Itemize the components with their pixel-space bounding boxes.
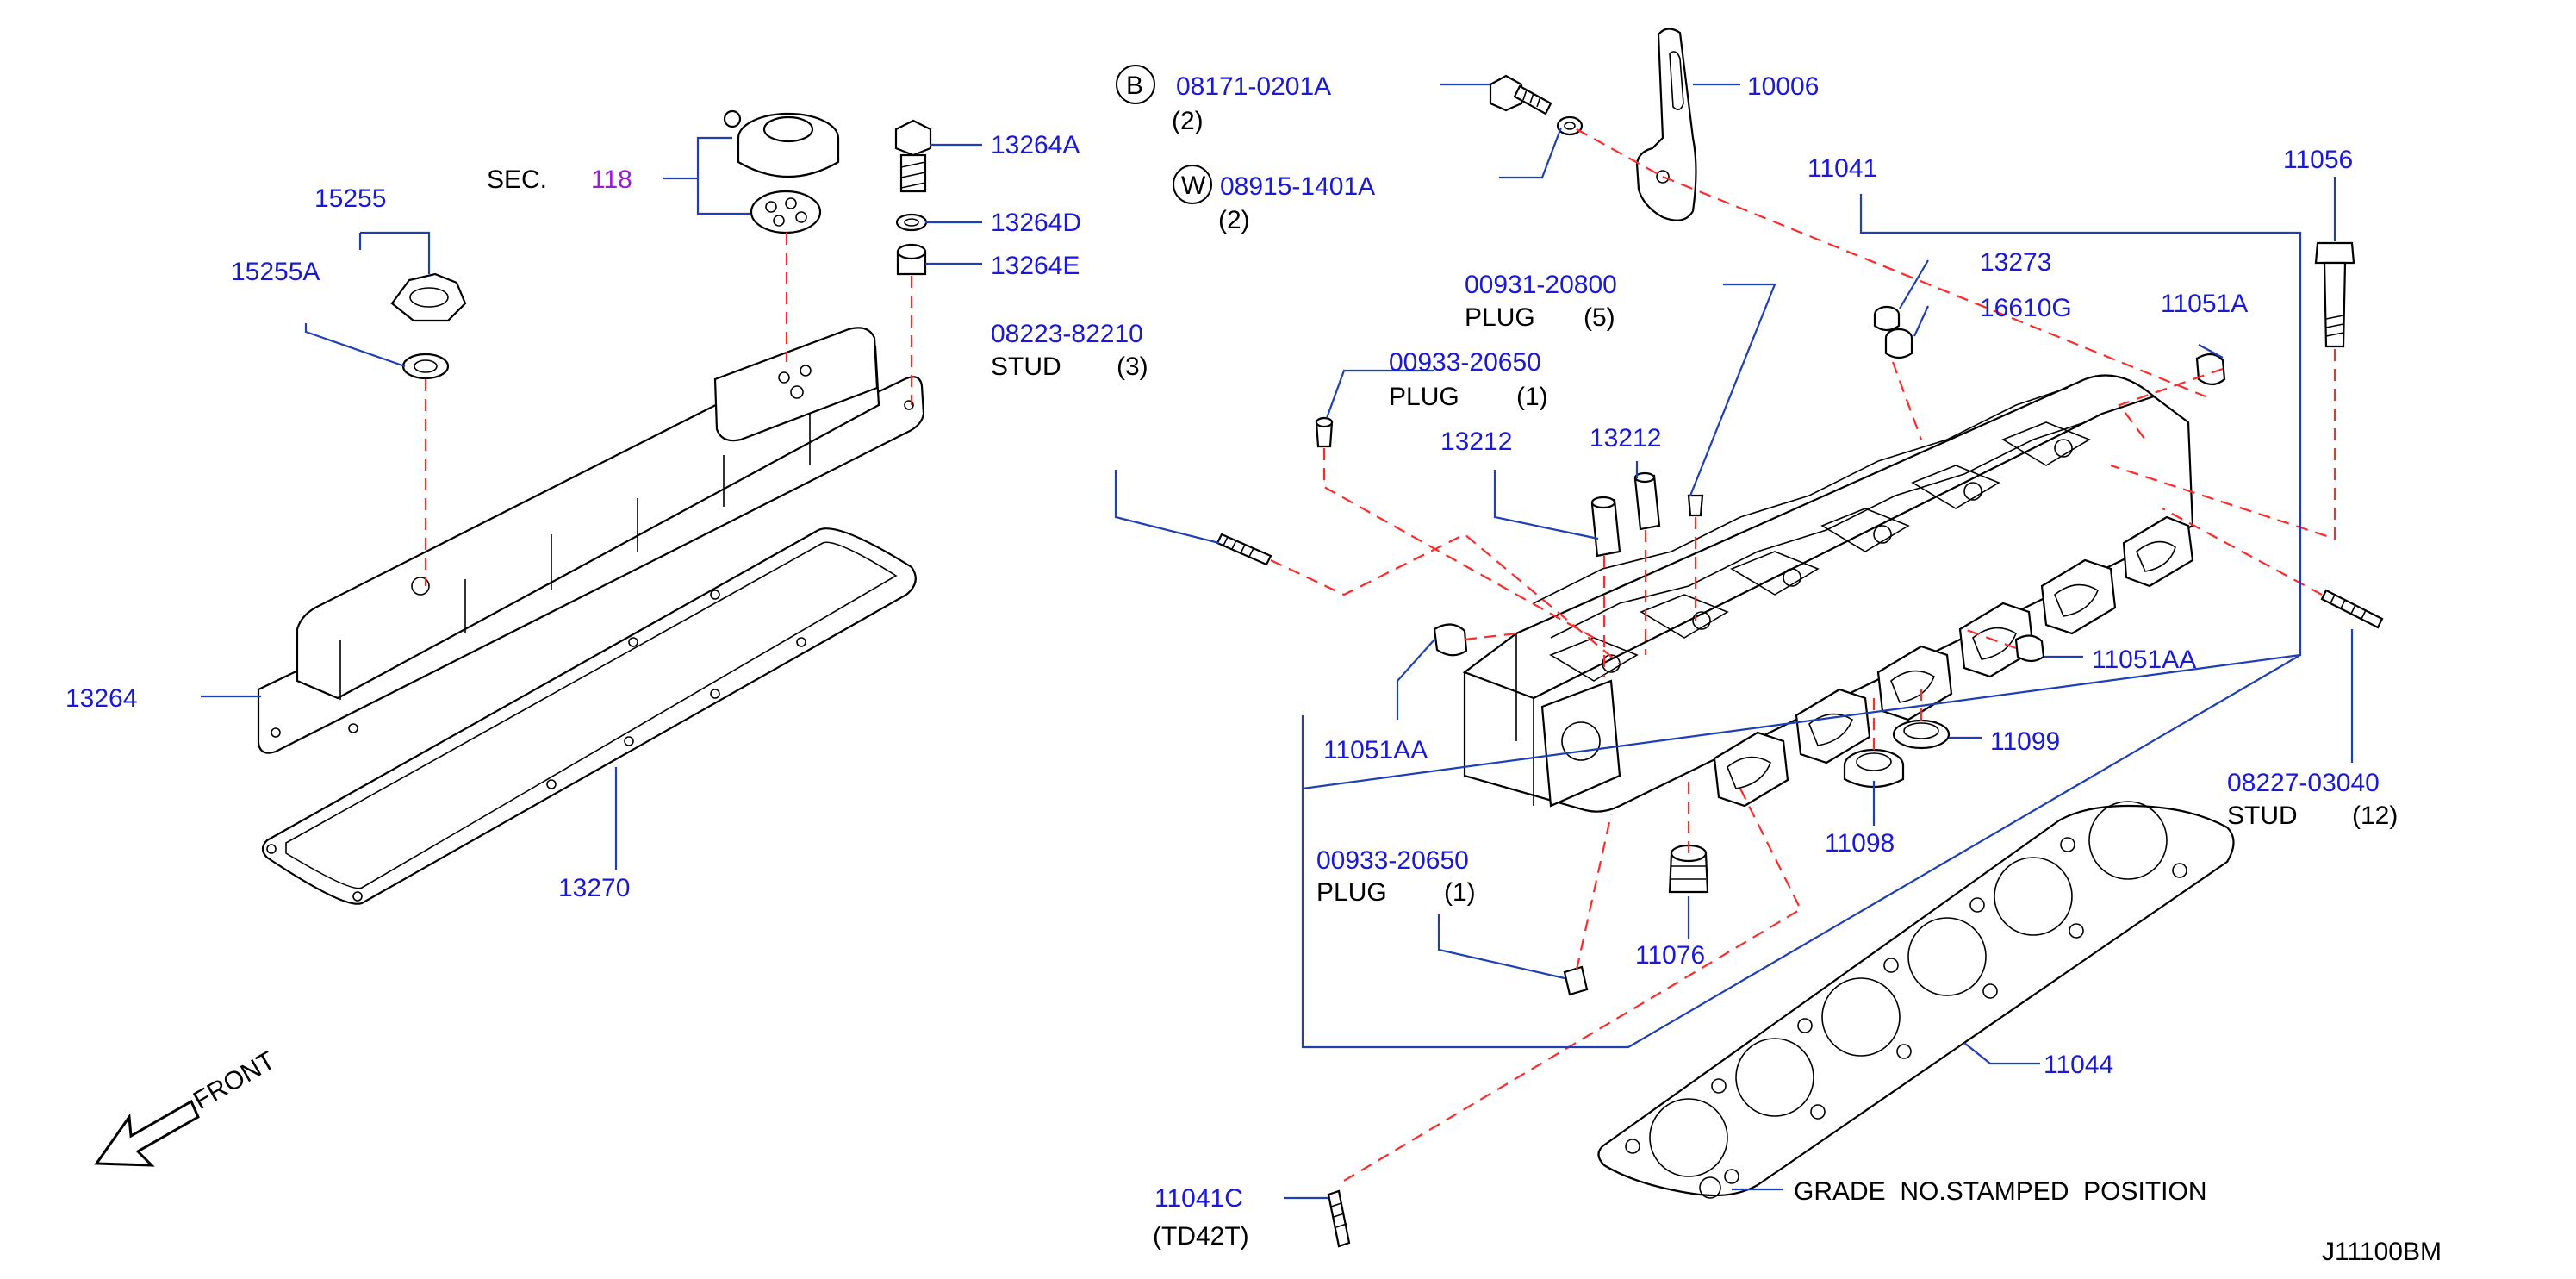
- sec-label: SEC.: [487, 165, 547, 194]
- callout-08227-03040[interactable]: 08227-03040: [2227, 769, 2380, 797]
- callout-00933-20650-bottom[interactable]: 00933-20650: [1316, 846, 1469, 875]
- stud-b-word: STUD: [2227, 802, 2298, 830]
- dowel-right[interactable]: [1633, 471, 1661, 531]
- grade-note: GRADE NO.STAMPED POSITION: [1794, 1177, 2207, 1206]
- engine-slinger-bracket[interactable]: [1635, 28, 1697, 221]
- plug-b-qty: (1): [1516, 383, 1548, 411]
- plug-11051a[interactable]: [2195, 353, 2226, 386]
- plug-top-left[interactable]: [1315, 416, 1334, 448]
- bolt-11056[interactable]: [2314, 241, 2355, 348]
- svg-text:B: B: [1126, 72, 1143, 100]
- dowel-left[interactable]: [1590, 496, 1621, 558]
- leader-lines: [201, 83, 2354, 1200]
- callout-08171-0201a[interactable]: 08171-0201A: [1176, 72, 1331, 101]
- callout-11051aa-right[interactable]: 11051AA: [2092, 646, 2196, 674]
- plug-11051aa-right[interactable]: [2014, 634, 2045, 663]
- sec-118-link[interactable]: 118: [591, 165, 632, 194]
- cover-grommet[interactable]: [896, 243, 927, 276]
- callout-16610g[interactable]: 16610G: [1980, 294, 2072, 322]
- callout-11041[interactable]: 11041: [1808, 154, 1877, 183]
- callout-11098[interactable]: 11098: [1825, 829, 1895, 858]
- stud-a-word: STUD: [991, 353, 1061, 381]
- callout-11056[interactable]: 11056: [2283, 146, 2353, 174]
- callout-08915-1401a[interactable]: 08915-1401A: [1220, 172, 1375, 201]
- cover-bolt[interactable]: [894, 119, 932, 193]
- oil-cap-gasket[interactable]: [401, 353, 450, 380]
- bracket-washer[interactable]: [1556, 115, 1584, 136]
- callout-15255[interactable]: 15255: [314, 184, 386, 213]
- b-marker-icon: B: [1116, 65, 1155, 104]
- plug-center[interactable]: [1687, 494, 1704, 517]
- seal-16610g[interactable]: [1884, 328, 1913, 359]
- callout-08915-qty: (2): [1218, 206, 1250, 234]
- stud-b-qty: (12): [2352, 802, 2398, 830]
- callout-13264[interactable]: 13264: [65, 684, 137, 713]
- callout-11076[interactable]: 11076: [1635, 941, 1705, 970]
- rocker-cover-gasket[interactable]: [261, 527, 917, 905]
- stud-08223[interactable]: [1216, 533, 1272, 566]
- assembly-guide-lines: [424, 128, 2336, 1182]
- breather-plate[interactable]: [750, 190, 822, 234]
- callout-15255a[interactable]: 15255A: [231, 258, 320, 286]
- plug-11051aa-left[interactable]: [1433, 623, 1468, 657]
- plug-c-qty: (1): [1444, 878, 1476, 907]
- plug-a-qty: (5): [1584, 303, 1615, 332]
- seal-ring-13273[interactable]: [1873, 305, 1901, 332]
- plug-a-word: PLUG: [1465, 303, 1535, 332]
- callout-13264d[interactable]: 13264D: [991, 209, 1081, 237]
- callout-10006[interactable]: 10006: [1747, 72, 1819, 101]
- diagram-code: J11100BM: [2322, 1238, 2442, 1266]
- callout-00931-20800[interactable]: 00931-20800: [1465, 271, 1617, 299]
- callout-13212-left[interactable]: 13212: [1440, 427, 1512, 456]
- callout-11099[interactable]: 11099: [1990, 727, 2060, 756]
- front-arrow-icon: [94, 1099, 200, 1167]
- bracket-bolt[interactable]: [1489, 74, 1552, 115]
- svg-text:W: W: [1181, 172, 1206, 200]
- rocker-cover[interactable]: [257, 327, 925, 754]
- w-marker-icon: W: [1173, 165, 1212, 204]
- cylinder-head[interactable]: [1462, 374, 2194, 813]
- stud-a-qty: (3): [1117, 353, 1148, 381]
- stud-11041c[interactable]: [1327, 1189, 1351, 1248]
- callout-13264a[interactable]: 13264A: [991, 131, 1080, 159]
- head-gasket[interactable]: [1597, 801, 2235, 1199]
- plug-bottom[interactable]: [1563, 965, 1589, 996]
- callout-13273[interactable]: 13273: [1980, 248, 2051, 277]
- guide-11076[interactable]: [1668, 844, 1709, 894]
- callout-11041c[interactable]: 11041C: [1154, 1184, 1243, 1213]
- stud-08227[interactable]: [2320, 589, 2384, 629]
- callout-00933-20650-top[interactable]: 00933-20650: [1389, 348, 1541, 377]
- callout-11044[interactable]: 11044: [2044, 1051, 2113, 1079]
- callout-13264e[interactable]: 13264E: [991, 252, 1080, 280]
- callout-11051a[interactable]: 11051A: [2161, 290, 2248, 318]
- plug-b-word: PLUG: [1389, 383, 1459, 411]
- oil-filler-cap[interactable]: [390, 272, 467, 322]
- cover-washer[interactable]: [895, 213, 928, 232]
- callout-08171-qty: (2): [1172, 107, 1204, 135]
- seal-11099[interactable]: [1892, 719, 1951, 750]
- callout-13270[interactable]: 13270: [558, 874, 630, 902]
- callout-08223-82210[interactable]: 08223-82210: [991, 320, 1143, 348]
- plug-c-word: PLUG: [1316, 878, 1387, 907]
- callout-13212-right[interactable]: 13212: [1590, 424, 1661, 452]
- callout-11051aa-left[interactable]: 11051AA: [1323, 736, 1428, 764]
- callout-11041c-note: (TD42T): [1153, 1222, 1249, 1251]
- breather-cap[interactable]: [723, 109, 840, 178]
- front-label: FRONT: [189, 1046, 280, 1115]
